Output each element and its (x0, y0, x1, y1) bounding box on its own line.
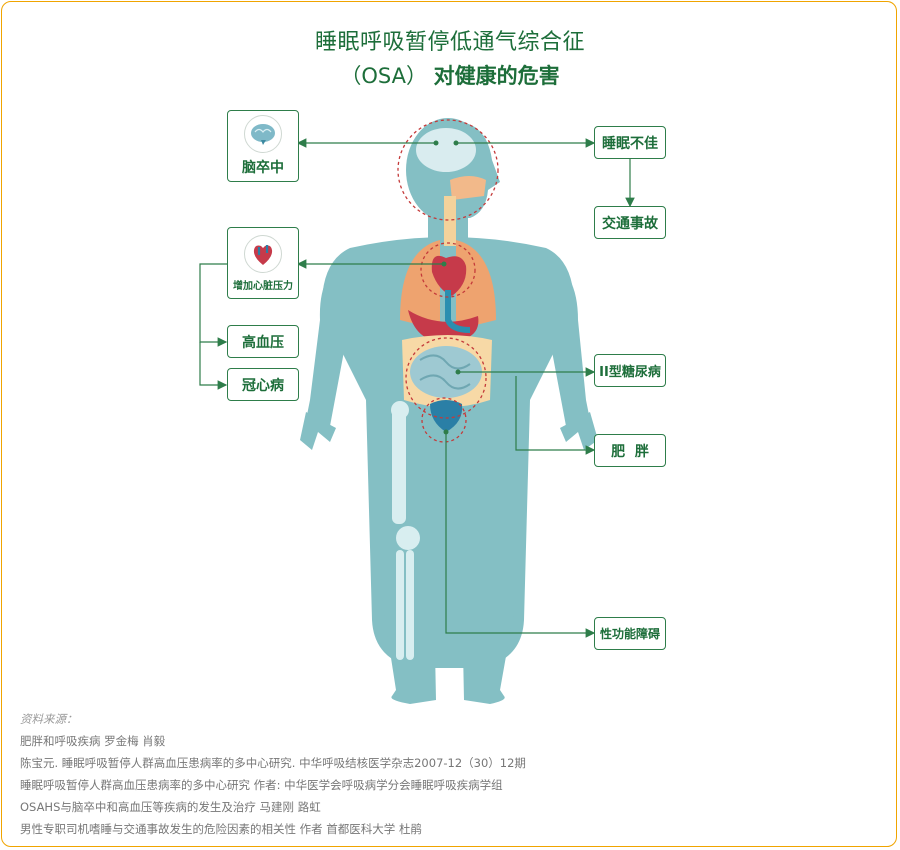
reference-item: 男性专职司机嗜睡与交通事故发生的危险因素的相关性 作者 首都医科大学 杜鹃 (20, 822, 422, 836)
coronary-label: 冠心病 (242, 377, 284, 394)
reference-item: 肥胖和呼吸疾病 罗金梅 肖毅 (20, 734, 166, 748)
title-line1: 睡眠呼吸暂停低通气综合征 (314, 30, 585, 55)
reference-item: 睡眠呼吸暂停人群高血压患病率的多中心研究 作者: 中华医学会呼吸病学分会睡眠呼吸… (20, 778, 503, 792)
diabetes-label: II型糖尿病 (599, 365, 661, 380)
obesity-box: 肥 胖 (594, 434, 666, 467)
sexual-dysfunction-box: 性功能障碍 (594, 617, 666, 650)
hypertension-label: 高血压 (242, 334, 284, 351)
coronary-box: 冠心病 (227, 368, 299, 401)
poor-sleep-box: 睡眠不佳 (594, 126, 666, 159)
references-heading: 资料来源： (20, 712, 78, 726)
title-line2: （OSA） 对健康的危害 (0, 60, 900, 90)
title-prefix: （OSA） (340, 64, 427, 88)
hypertension-box: 高血压 (227, 325, 299, 358)
stroke-box: 脑卒中 (227, 110, 299, 182)
traffic-accident-label: 交通事故 (602, 215, 658, 232)
highlight-circles (397, 119, 499, 443)
leg-bones (391, 401, 420, 660)
heart-pressure-label: 增加心脏压力 (233, 280, 293, 292)
heart-icon (244, 234, 282, 273)
heart-pressure-box: 增加心脏压力 (227, 227, 299, 299)
obesity-label: 肥 胖 (611, 443, 649, 460)
stroke-label: 脑卒中 (242, 160, 284, 176)
reference-item: OSAHS与脑卒中和高血压等疾病的发生及治疗 马建刚 路虹 (20, 800, 321, 814)
title-bold: 对健康的危害 (433, 64, 560, 88)
reference-item: 陈宝元. 睡眠呼吸暂停人群高血压患病率的多中心研究. 中华呼吸结核医学杂志200… (20, 756, 526, 770)
brain-icon (244, 115, 282, 153)
organs (400, 128, 496, 432)
sexual-dysfunction-label: 性功能障碍 (599, 627, 660, 641)
connector-lines (199, 138, 635, 638)
diabetes-box: II型糖尿病 (594, 354, 666, 387)
poor-sleep-label: 睡眠不佳 (602, 135, 658, 152)
references: 资料来源： 肥胖和呼吸疾病 罗金梅 肖毅 陈宝元. 睡眠呼吸暂停人群高血压患病率… (20, 708, 526, 840)
traffic-accident-box: 交通事故 (594, 206, 666, 239)
